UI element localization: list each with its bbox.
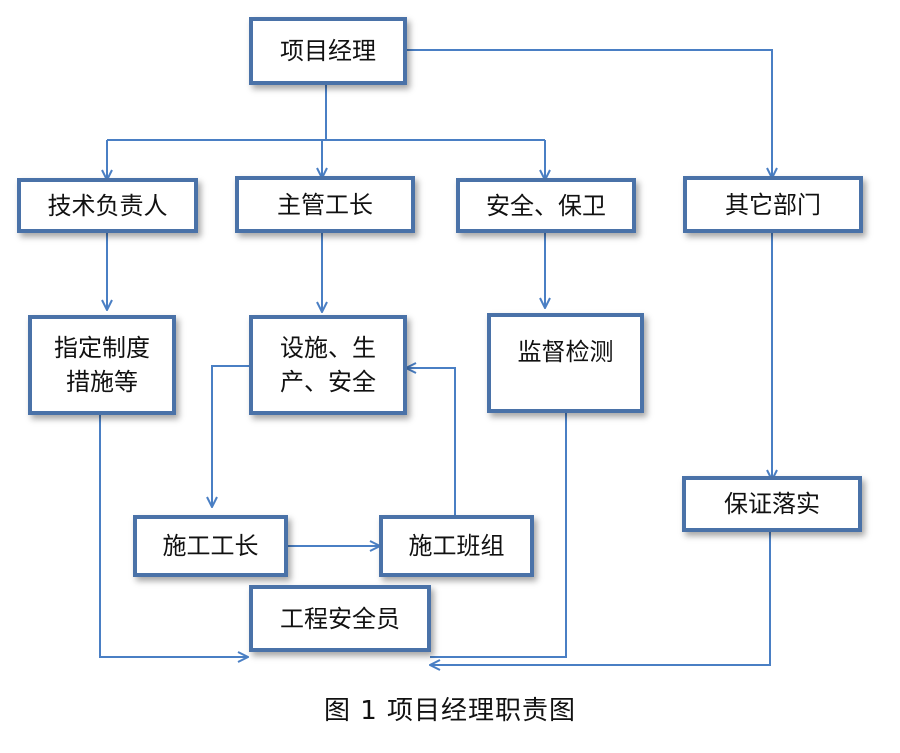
node-label: 施工工长 — [162, 532, 259, 560]
node-project-manager: 项目经理 — [249, 17, 407, 85]
node-label: 技术负责人 — [47, 191, 168, 220]
arrow-to-other-depts — [405, 49, 772, 178]
node-tech-lead: 技术负责人 — [17, 178, 198, 233]
node-label: 工程安全员 — [280, 604, 400, 633]
node-label: 安全、保卫 — [486, 191, 606, 220]
connector-monitoring-to-safety-officer — [430, 412, 567, 658]
arrow-ensure-to-safety-officer — [430, 530, 771, 665]
node-label: 监督检测 — [517, 338, 614, 366]
node-safety-security: 安全、保卫 — [456, 178, 636, 233]
arrow-measures-to-safety-officer — [99, 413, 248, 657]
node-monitoring-inspection: 监督检测 — [487, 313, 644, 413]
node-label: 设施、生 产、安全 — [280, 334, 376, 396]
node-chief-foreman: 主管工长 — [235, 176, 415, 233]
arrow-team-to-facilities — [406, 368, 456, 518]
node-construction-foreman: 施工工长 — [133, 515, 288, 577]
node-safety-officer: 工程安全员 — [249, 585, 431, 652]
node-construction-team: 施工班组 — [379, 515, 534, 577]
node-other-depts: 其它部门 — [683, 176, 863, 233]
arrow-to-construction-foreman — [212, 365, 249, 507]
node-designate-measures: 指定制度 措施等 — [28, 315, 176, 415]
node-facilities-production-safety: 设施、生 产、安全 — [249, 315, 407, 415]
node-label: 主管工长 — [277, 190, 373, 219]
node-label: 其它部门 — [725, 190, 821, 219]
node-label: 项目经理 — [280, 37, 376, 65]
node-label: 施工班组 — [408, 532, 505, 560]
node-label: 保证落实 — [724, 490, 820, 518]
figure-caption: 图 1 项目经理职责图 — [323, 696, 577, 726]
node-ensure-implementation: 保证落实 — [682, 476, 862, 532]
node-label: 指定制度 措施等 — [54, 334, 150, 396]
